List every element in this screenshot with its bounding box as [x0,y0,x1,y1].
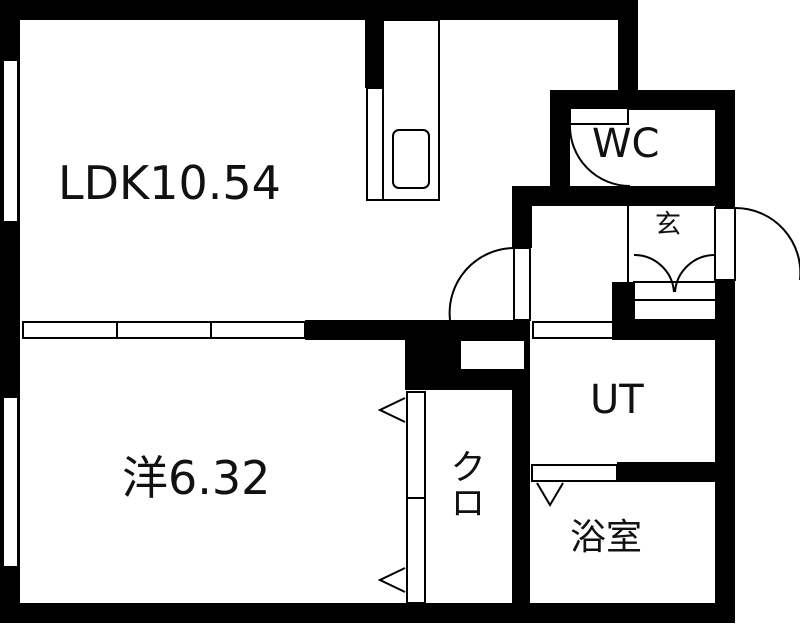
room-label-entrance: 玄 [655,210,682,240]
room-label-utility: UT [590,377,644,423]
room-label-bathroom: 浴室 [570,517,643,558]
room-label-toilet: WC [592,121,660,167]
windows-and-thin-lines [2,19,736,604]
room-label-western: 洋6.32 [122,451,271,505]
room-label-ldk: LDK10.54 [58,156,281,210]
room-label-closet: クロ [444,448,485,520]
